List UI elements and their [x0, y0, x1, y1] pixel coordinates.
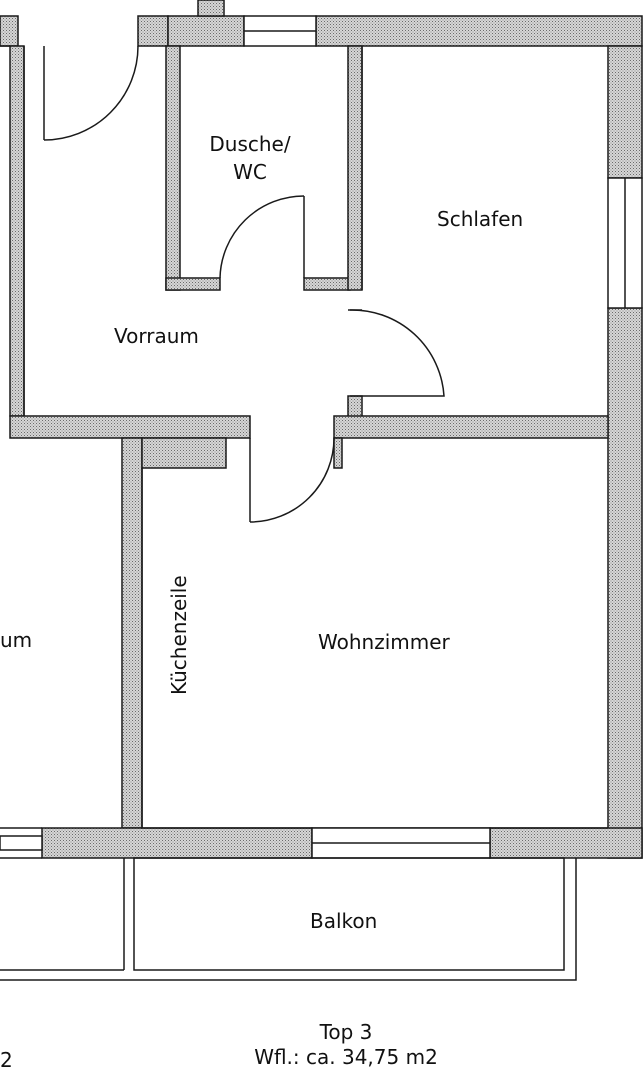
- wall-chimney: [197, 0, 225, 17]
- wall-door-jamb-right: [333, 437, 343, 469]
- wall-wc-right: [347, 45, 363, 291]
- door-entrance-arc: [43, 45, 139, 141]
- wall-door-jamb-left: [141, 437, 227, 469]
- room-label-dusche-wc: Dusche/ WC: [206, 130, 294, 186]
- room-label-neighbor: um: [0, 628, 33, 652]
- room-label-dusche-line1: Dusche/: [209, 132, 291, 156]
- balcony-inner: [133, 857, 565, 971]
- wall-right-upper: [607, 45, 643, 179]
- wall-bottom-left: [41, 827, 313, 859]
- wall-bottom-right: [489, 827, 643, 859]
- door-wohnzimmer-arc: [249, 437, 335, 523]
- room-label-balkon: Balkon: [310, 909, 378, 933]
- wall-top-right: [167, 15, 245, 47]
- unit-name: Top 3: [319, 1020, 373, 1044]
- room-label-wohnzimmer: Wohnzimmer: [318, 630, 450, 654]
- door-schlafen-arc: [349, 309, 445, 397]
- wall-mid-left: [9, 415, 251, 439]
- window-neighbor: [0, 835, 43, 851]
- wall-wc-left: [165, 45, 181, 291]
- wall-wc-bottom-left: [165, 277, 221, 291]
- wall-entrance-jamb: [137, 15, 169, 47]
- unit-area: Wfl.: ca. 34,75 m2: [254, 1045, 438, 1069]
- wall-wc-bottom-right: [303, 277, 351, 291]
- wall-mid-right: [333, 415, 609, 439]
- room-label-dusche-line2: WC: [233, 160, 267, 184]
- door-wc-arc: [219, 195, 305, 279]
- wall-left-vorraum: [9, 45, 25, 417]
- wall-right-lower: [607, 307, 643, 859]
- neighbor-area-fragment: 2: [0, 1048, 13, 1072]
- room-label-schlafen: Schlafen: [437, 207, 524, 231]
- wall-top-left: [0, 15, 19, 47]
- room-label-vorraum: Vorraum: [114, 324, 199, 348]
- balcony-rail-outer: [0, 858, 577, 981]
- wall-kitchen-left: [121, 437, 143, 829]
- room-label-kuechenzeile: Küchenzeile: [167, 575, 191, 695]
- wall-top-far-right: [315, 15, 643, 47]
